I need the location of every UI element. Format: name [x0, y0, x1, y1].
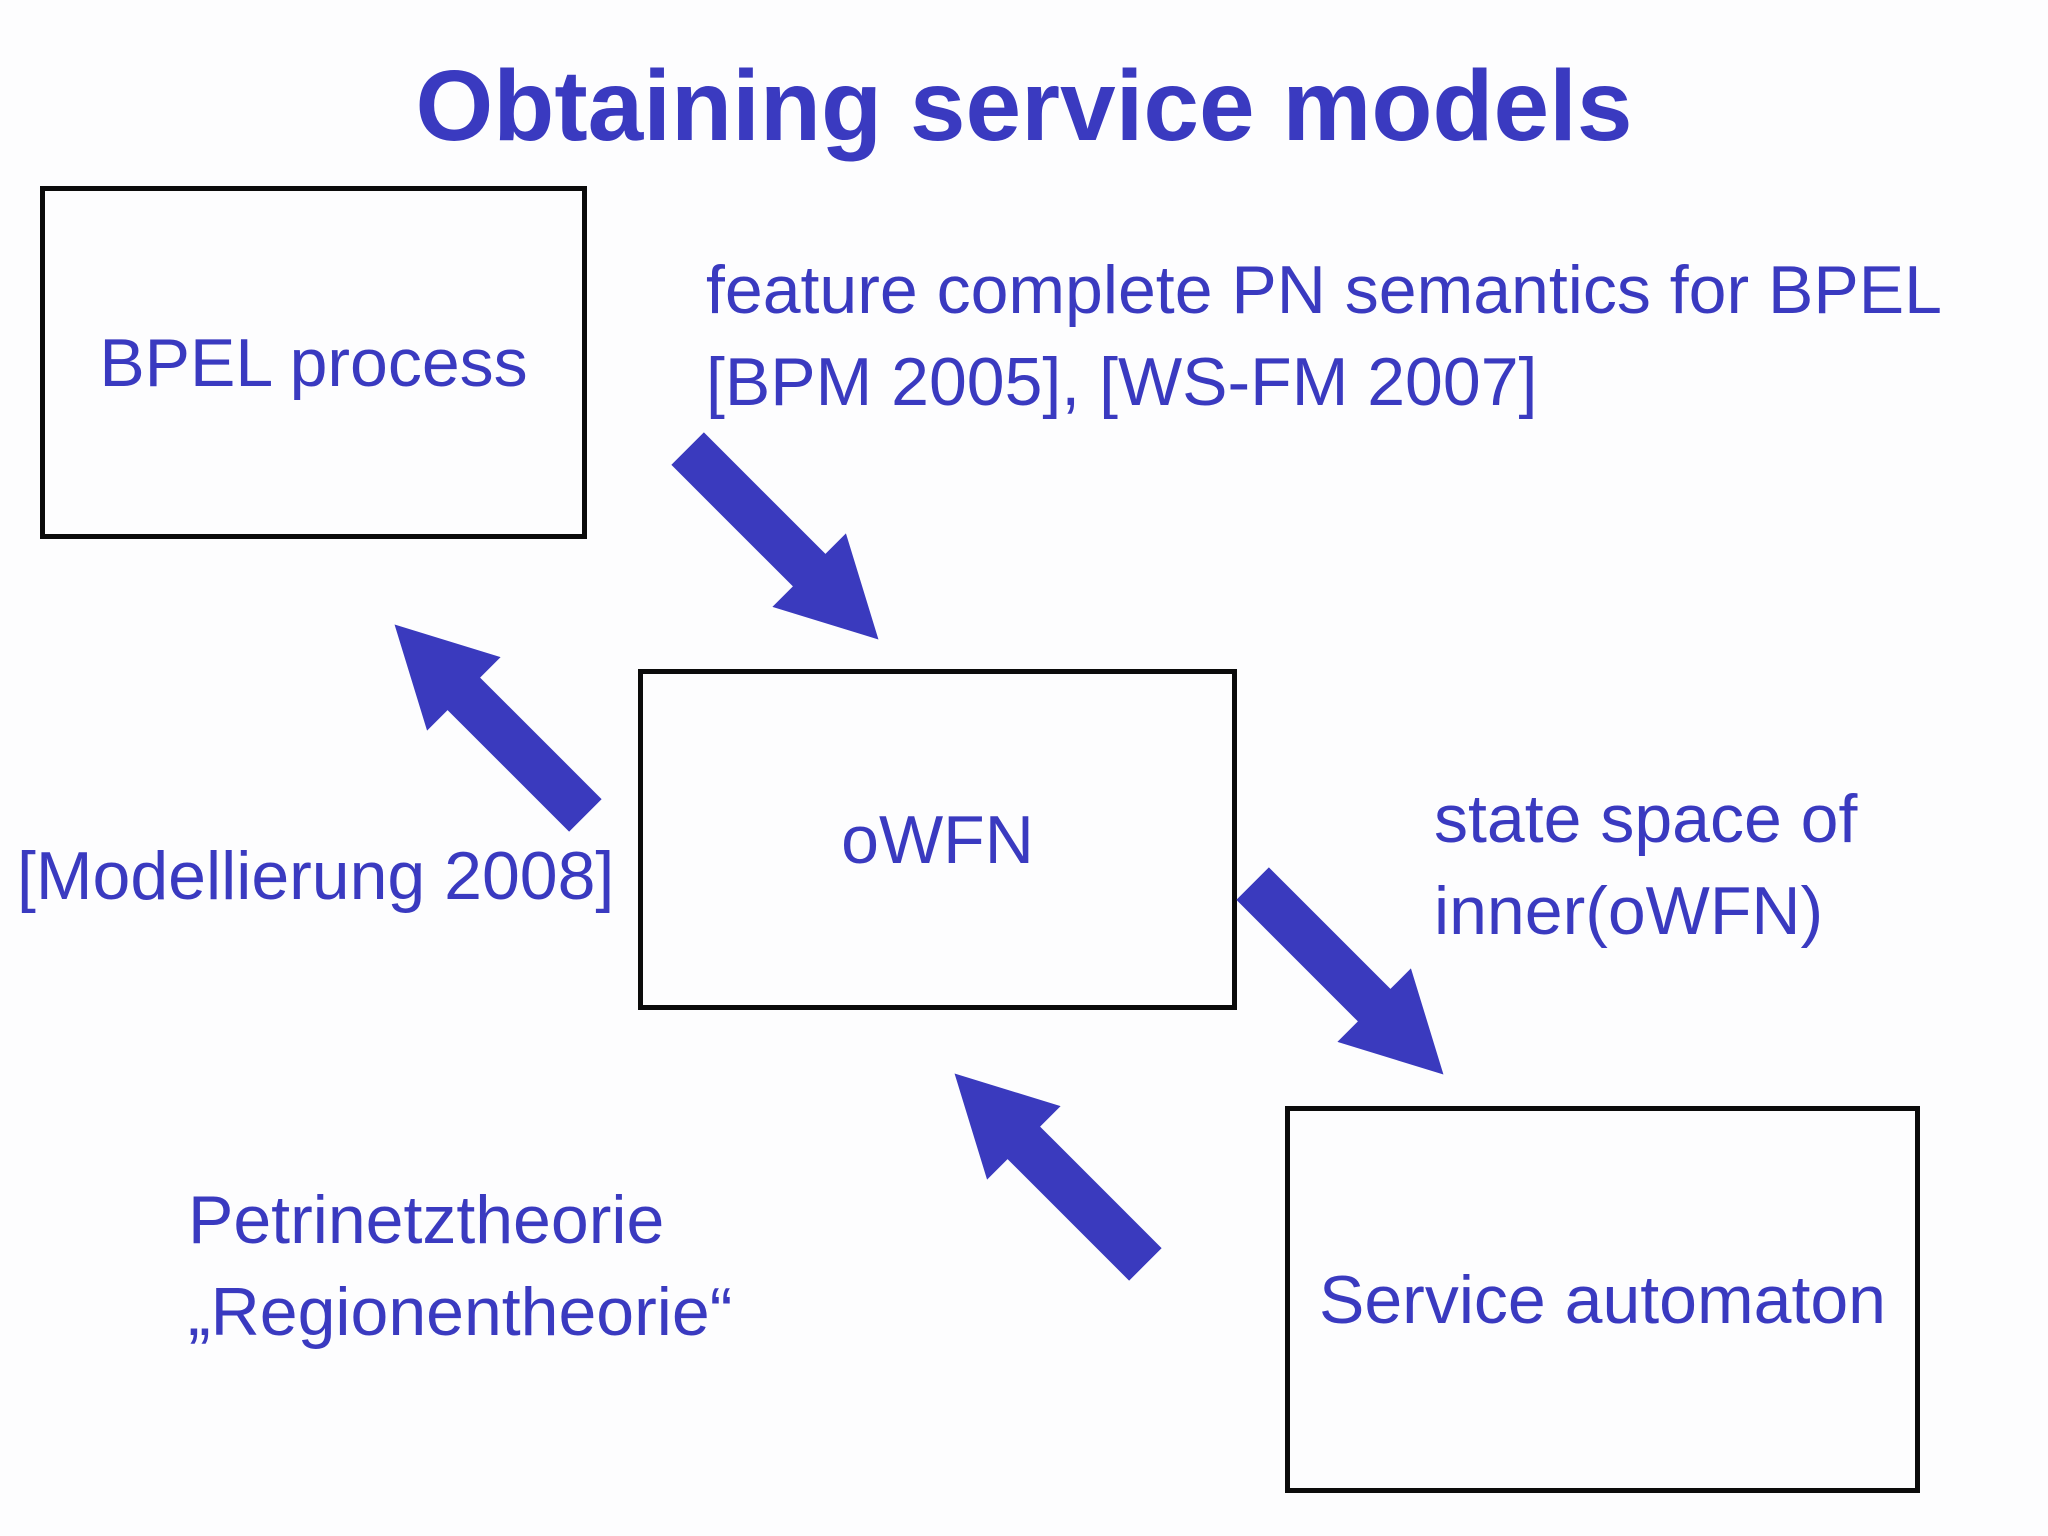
note-pn-semantics: feature complete PN semantics for BPEL [… — [706, 244, 1942, 428]
note-line: [Modellierung 2008] — [17, 838, 615, 914]
note-line: Petrinetztheorie — [188, 1182, 665, 1258]
arrow-service-automaton-to-owfn-icon — [912, 1031, 1188, 1307]
note-petrinetz: Petrinetztheorie „Regionentheorie“ — [188, 1174, 732, 1358]
arrow-bpel-to-owfn-icon — [645, 406, 921, 682]
box-owfn-label: oWFN — [841, 801, 1034, 878]
note-line: state space of — [1434, 781, 1858, 857]
page-title: Obtaining service models — [415, 50, 1633, 162]
box-service-automaton-label: Service automaton — [1319, 1261, 1886, 1338]
note-line: feature complete PN semantics for BPEL — [706, 252, 1942, 328]
box-bpel-process: BPEL process — [40, 186, 587, 539]
arrow-owfn-to-service-automaton-icon — [1210, 841, 1486, 1117]
box-service-automaton: Service automaton — [1285, 1106, 1920, 1493]
note-line: inner(oWFN) — [1434, 873, 1824, 949]
box-owfn: oWFN — [638, 669, 1237, 1010]
arrow-owfn-to-modellierung-icon — [352, 582, 628, 858]
box-bpel-process-label: BPEL process — [99, 324, 528, 401]
note-line: „Regionentheorie“ — [188, 1274, 733, 1350]
note-modellierung: [Modellierung 2008] — [17, 830, 614, 922]
note-line: [BPM 2005], [WS-FM 2007] — [706, 344, 1538, 420]
note-state-space: state space of inner(oWFN) — [1434, 773, 1857, 957]
